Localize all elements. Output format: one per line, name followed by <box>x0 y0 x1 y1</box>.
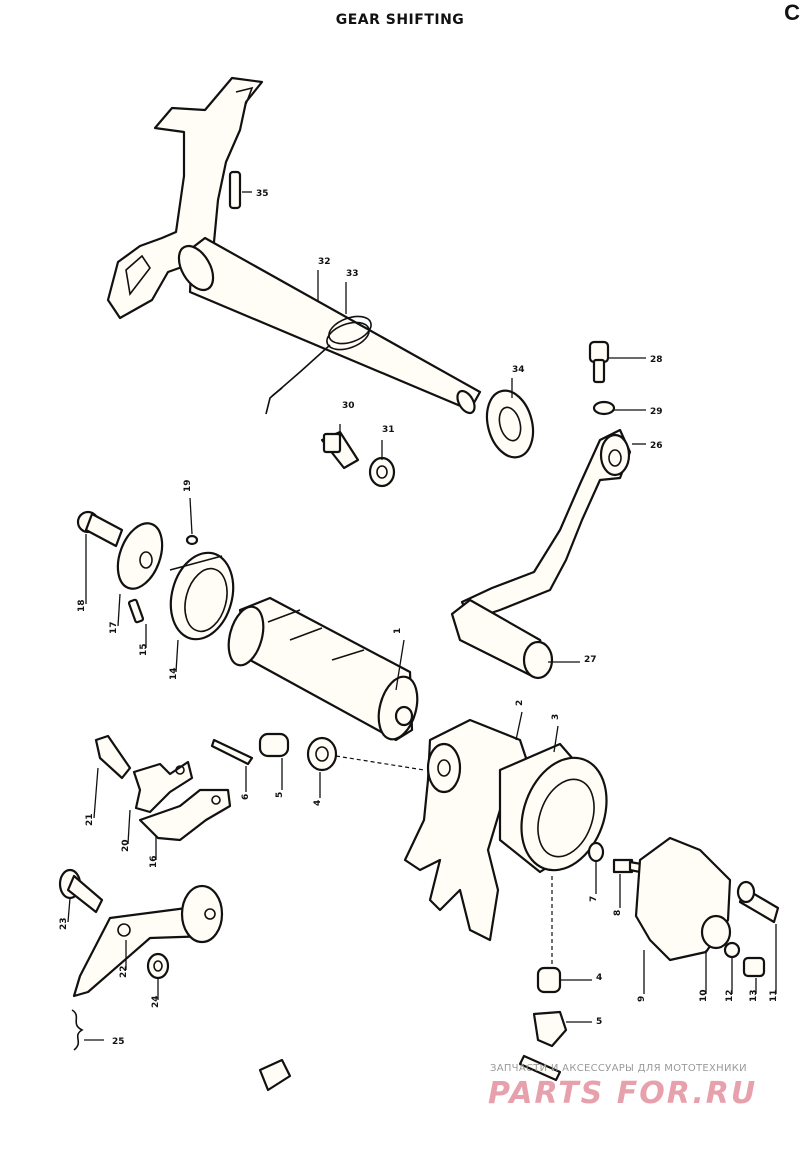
part-label-22: 22 <box>119 965 129 978</box>
callout-leader-21 <box>93 767 99 819</box>
cam-stopper-arm <box>58 868 224 1051</box>
part-label-30: 30 <box>342 401 355 411</box>
shift-shaft-assembly <box>106 76 535 459</box>
part-label-11: 11 <box>769 989 779 1002</box>
part-label-5: 5 <box>275 792 285 798</box>
part-label-16: 16 <box>149 855 159 868</box>
part-label-5: 5 <box>596 1017 602 1027</box>
part-label-18: 18 <box>77 599 87 612</box>
cover-group <box>612 836 780 978</box>
part-label-33: 33 <box>346 269 359 279</box>
callout-leader-14 <box>175 639 179 673</box>
part-label-14: 14 <box>169 667 179 680</box>
part-label-4: 4 <box>313 800 323 806</box>
oil-seal <box>485 389 535 459</box>
part-label-9: 9 <box>637 996 647 1002</box>
stopper-20-16 <box>94 734 232 842</box>
part-label-34: 34 <box>512 365 525 375</box>
part-label-20: 20 <box>121 839 131 852</box>
watermark-subtitle: ЗАПЧАСТИ И АКСЕССУАРЫ ДЛЯ МОТОТЕХНИКИ <box>490 1063 747 1074</box>
part-label-17: 17 <box>109 621 119 634</box>
part-label-15: 15 <box>139 643 149 656</box>
cam-drum-group <box>76 510 419 742</box>
part-label-24: 24 <box>151 995 161 1008</box>
part-label-29: 29 <box>650 407 663 417</box>
part-label-7: 7 <box>589 896 599 902</box>
part-label-26: 26 <box>650 441 663 451</box>
callout-leader-3 <box>553 725 559 753</box>
watermark-brand: PARTS FOR.RU <box>488 1076 758 1111</box>
pins-4-5-6 <box>210 732 425 772</box>
callout-leader-2 <box>515 711 523 741</box>
page-edge-mark: C <box>784 0 800 25</box>
part-label-3: 3 <box>551 714 561 720</box>
callout-leader-20 <box>127 809 131 845</box>
part-label-12: 12 <box>725 989 735 1002</box>
part-label-2: 2 <box>515 700 525 706</box>
part-label-28: 28 <box>650 355 663 365</box>
part-label-21: 21 <box>85 813 95 826</box>
gearshift-lever <box>450 340 632 680</box>
pin <box>228 170 242 210</box>
part-label-31: 31 <box>382 425 395 435</box>
part-label-4: 4 <box>596 973 602 983</box>
return-spring <box>328 315 372 345</box>
bottom-pins <box>258 876 568 1092</box>
part-label-10: 10 <box>699 989 709 1002</box>
bolt-and-washer-30-31 <box>320 430 396 488</box>
part-label-35: 35 <box>256 189 269 199</box>
part-label-1: 1 <box>393 628 403 634</box>
part-label-23: 23 <box>59 917 69 930</box>
part-label-25: 25 <box>112 1037 125 1047</box>
part-label-8: 8 <box>613 910 623 916</box>
part-label-6: 6 <box>241 794 251 800</box>
part-label-27: 27 <box>584 655 597 665</box>
callout-leader-23 <box>67 897 71 923</box>
callout-leader-1 <box>395 639 405 691</box>
callout-leader-17 <box>117 593 121 627</box>
shift-fork-assembly <box>403 718 608 942</box>
part-label-13: 13 <box>749 989 759 1002</box>
part-label-32: 32 <box>318 257 331 267</box>
diagram-title: GEAR SHIFTING <box>335 12 465 28</box>
part-label-19: 19 <box>183 479 193 492</box>
callout-leader-19 <box>189 497 193 535</box>
